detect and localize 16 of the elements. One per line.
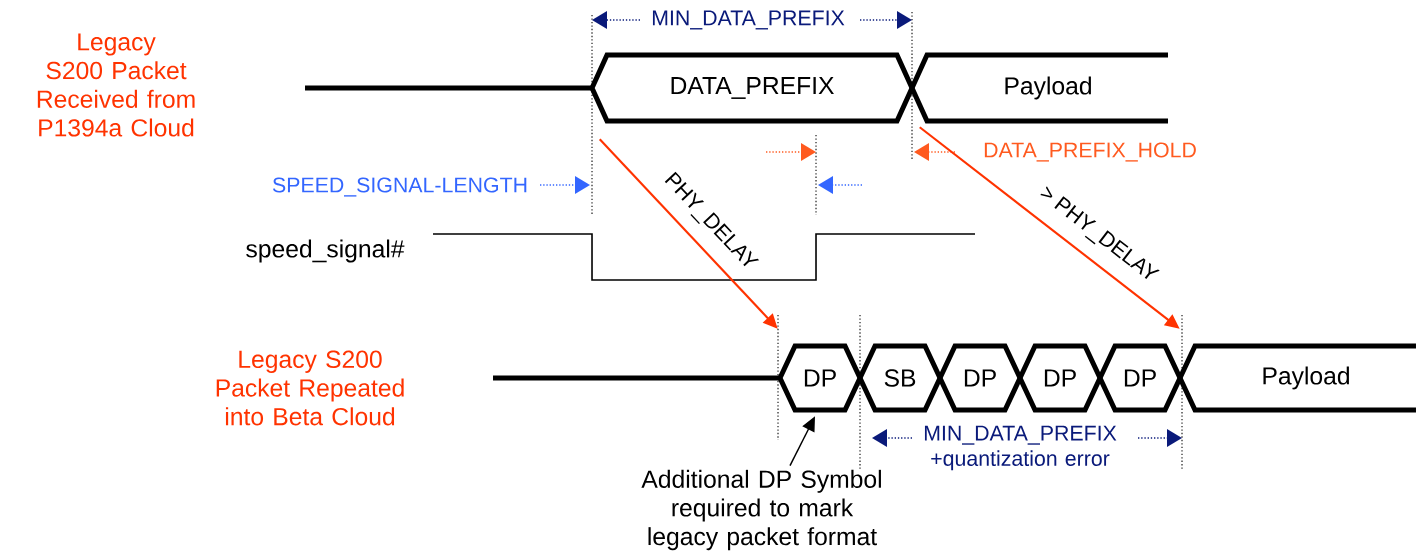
symbol-hexagon: DATA_PREFIX: [589, 52, 915, 124]
symbol-hexagon: SB: [857, 343, 943, 413]
annotation: Additional DP Symbol required to mark legacy packet format: [641, 469, 881, 551]
dimension-label: SPEED_SIGNAL-LENGTH: [272, 177, 527, 197]
signal-name: speed_signal#: [246, 239, 405, 263]
symbol-hexagon: DP: [937, 343, 1023, 413]
signal-title: Legacy S200 Packet Repeated into Beta Cloud: [216, 350, 404, 426]
dimension-label: MIN_DATA_PREFIX: [652, 10, 845, 30]
signal-title: Legacy S200 Packet Received from P1394a Cloud: [37, 33, 195, 137]
dimension-label: DATA_PREFIX_HOLD: [984, 142, 1196, 162]
symbol-hexagon: DP: [1017, 343, 1103, 413]
dimension-label: MIN_DATA_PREFIX +quantization error: [924, 425, 1117, 471]
symbol-hexagon: DP: [777, 343, 863, 413]
payload-segment: Payload: [909, 52, 1168, 124]
payload-segment: Payload: [1177, 343, 1416, 413]
symbol-hexagon: DP: [1097, 343, 1183, 413]
